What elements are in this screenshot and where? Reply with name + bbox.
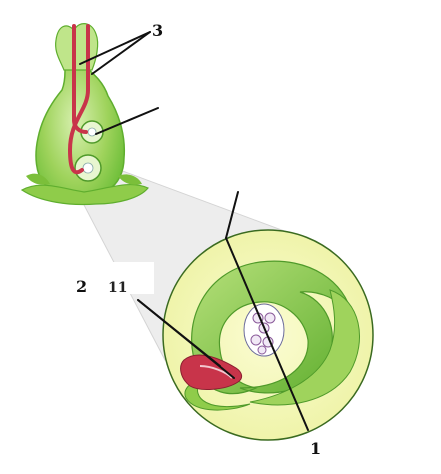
ovule-outer-integument — [191, 260, 353, 395]
leader-11b — [137, 299, 235, 379]
leader-3b — [91, 31, 151, 75]
label-3: 3 — [152, 21, 163, 40]
cell — [257, 345, 267, 355]
receptacle — [20, 183, 149, 206]
cell — [264, 312, 276, 324]
sepal-left — [26, 173, 50, 185]
ovule-lower-core — [82, 162, 94, 174]
leader-3a — [79, 31, 151, 65]
leader-lines — [79, 31, 309, 431]
pollen-tube-zoom — [180, 354, 243, 390]
label-2: 2 — [76, 277, 87, 296]
leader-1-upper — [225, 237, 267, 333]
leader-1-lower — [265, 331, 309, 431]
pistil — [20, 23, 149, 206]
label-1: 1 — [310, 439, 321, 458]
leader-1-top — [225, 191, 239, 239]
leader-upper-ovule — [95, 107, 159, 135]
ovule-tail — [184, 379, 251, 411]
pollen-tube-1 — [72, 24, 88, 134]
funiculus-stalk — [249, 289, 361, 406]
embryo-sac-cells — [250, 312, 276, 355]
sepal-right — [118, 174, 142, 185]
pollen-tube-zoom-inner — [199, 365, 233, 379]
stigma — [55, 23, 99, 71]
label-11-box — [104, 262, 154, 294]
cell — [250, 334, 262, 346]
pollen-tube-2 — [67, 24, 90, 175]
ovule-upper-core — [87, 127, 97, 137]
label-11: 11 — [108, 280, 127, 296]
